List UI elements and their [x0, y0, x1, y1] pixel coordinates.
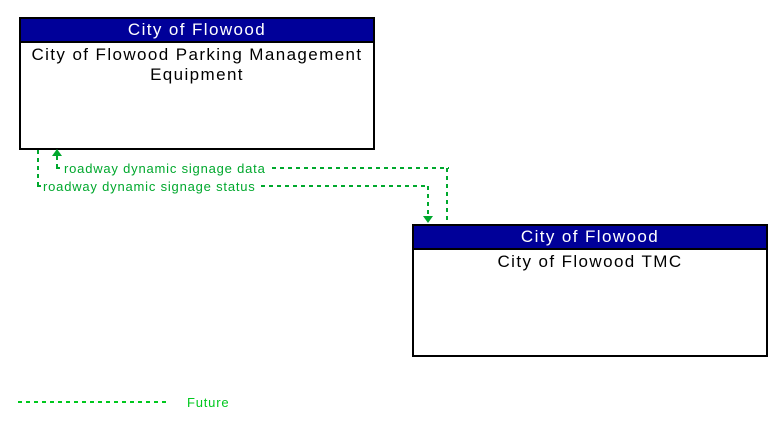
legend-future-dashed-line	[18, 401, 166, 403]
arrowhead-up-icon	[52, 149, 62, 156]
entity-box-tmc: City of Flowood City of Flowood TMC	[412, 224, 768, 357]
legend-future-label: Future	[187, 395, 230, 410]
entity-header-city-of-flowood: City of Flowood	[414, 226, 766, 250]
flow-label-roadway-dynamic-signage-data: roadway dynamic signage data	[62, 161, 268, 176]
entity-name-tmc: City of Flowood TMC	[497, 252, 683, 271]
entity-box-parking-management-equipment: City of Flowood City of Flowood Parking …	[19, 17, 375, 150]
flow-label-roadway-dynamic-signage-status: roadway dynamic signage status	[41, 179, 258, 194]
flow-status-vertical-segment-destination	[427, 186, 429, 217]
flow-data-vertical-segment-source	[446, 168, 448, 223]
flow-status-vertical-segment-source	[37, 150, 39, 186]
arrowhead-down-icon	[423, 216, 433, 223]
entity-name-parking-management-equipment: City of Flowood Parking Management Equip…	[31, 45, 363, 84]
flow-data-vertical-segment-destination	[56, 156, 58, 168]
entity-header-city-of-flowood: City of Flowood	[21, 19, 373, 43]
